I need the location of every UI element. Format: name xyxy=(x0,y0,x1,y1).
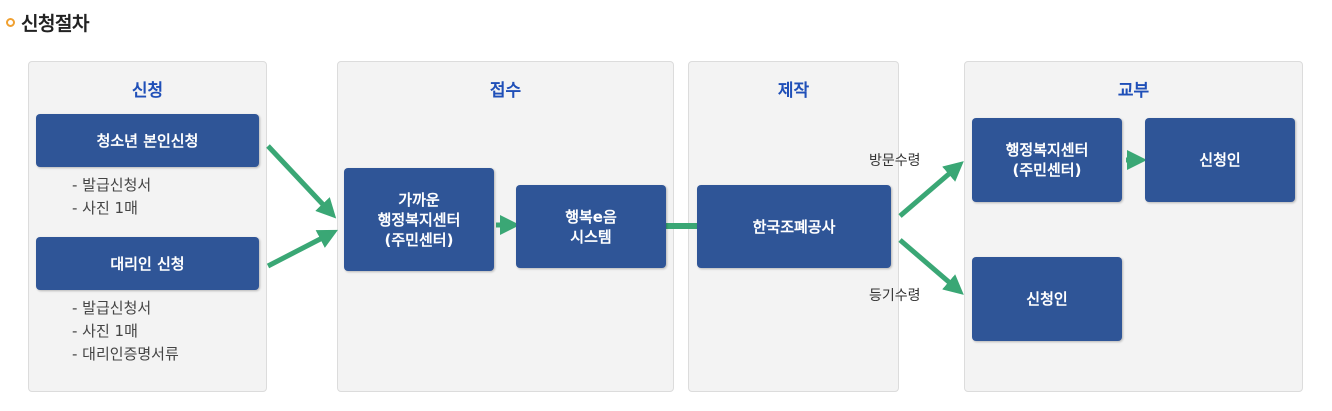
box-proxy-apply-label: 대리인 신청 xyxy=(110,254,185,273)
list-item: - 사진 1매 xyxy=(72,199,138,217)
box-applicant-visit: 신청인 xyxy=(1145,118,1295,202)
panel-receive-header: 접수 xyxy=(489,81,522,101)
box-nearby-center-line1: 가까운 xyxy=(398,190,440,209)
list-item: - 사진 1매 xyxy=(72,322,138,340)
box-youth-self-apply-label: 청소년 본인신청 xyxy=(96,131,199,150)
panel-produce-header: 제작 xyxy=(777,81,810,101)
page-title: 신청절차 xyxy=(21,12,89,35)
arrow-mint-to-mail xyxy=(898,238,964,295)
list-item: - 발급신청서 xyxy=(72,176,152,194)
panel-apply-header: 신청 xyxy=(131,81,164,101)
edge-label-visit: 방문수령 xyxy=(869,153,921,169)
box-nearby-center: 가까운 행정복지센터 (주민센터) xyxy=(344,168,494,271)
box-deliver-center-line1: 행정복지센터 xyxy=(1005,141,1089,159)
circle-bullet-icon xyxy=(6,17,15,27)
box-happy-eum-system-line1: 행복e음 xyxy=(565,207,617,226)
box-nearby-center-line3: (주민센터) xyxy=(384,230,454,249)
box-happy-eum-system-line2: 시스템 xyxy=(570,227,612,246)
box-korea-mint-label: 한국조폐공사 xyxy=(752,217,836,236)
box-youth-self-apply: 청소년 본인신청 xyxy=(36,114,259,167)
panel-deliver-header: 교부 xyxy=(1117,81,1150,101)
box-deliver-center: 행정복지센터 (주민센터) xyxy=(972,118,1122,202)
section-title: 신청절차 xyxy=(6,8,89,36)
box-korea-mint: 한국조폐공사 xyxy=(697,185,891,268)
youth-doc-list: - 발급신청서 - 사진 1매 xyxy=(72,174,151,220)
list-item: - 발급신청서 xyxy=(72,299,152,317)
box-happy-eum-system: 행복e음 시스템 xyxy=(516,185,666,268)
proxy-doc-list: - 발급신청서 - 사진 1매 - 대리인증명서류 xyxy=(72,297,179,366)
box-applicant-visit-label: 신청인 xyxy=(1199,151,1241,169)
arrow-youth-to-center xyxy=(266,144,337,219)
box-applicant-mail: 신청인 xyxy=(972,257,1122,341)
arrow-proxy-to-center xyxy=(266,229,338,269)
box-applicant-mail-label: 신청인 xyxy=(1026,290,1068,308)
box-proxy-apply: 대리인 신청 xyxy=(36,237,259,290)
box-nearby-center-line2: 행정복지센터 xyxy=(377,210,461,229)
arrow-mint-to-visit xyxy=(898,161,964,218)
edge-label-mail: 등기수령 xyxy=(869,288,921,304)
box-deliver-center-line2: (주민센터) xyxy=(1012,161,1082,179)
list-item: - 대리인증명서류 xyxy=(72,345,179,363)
